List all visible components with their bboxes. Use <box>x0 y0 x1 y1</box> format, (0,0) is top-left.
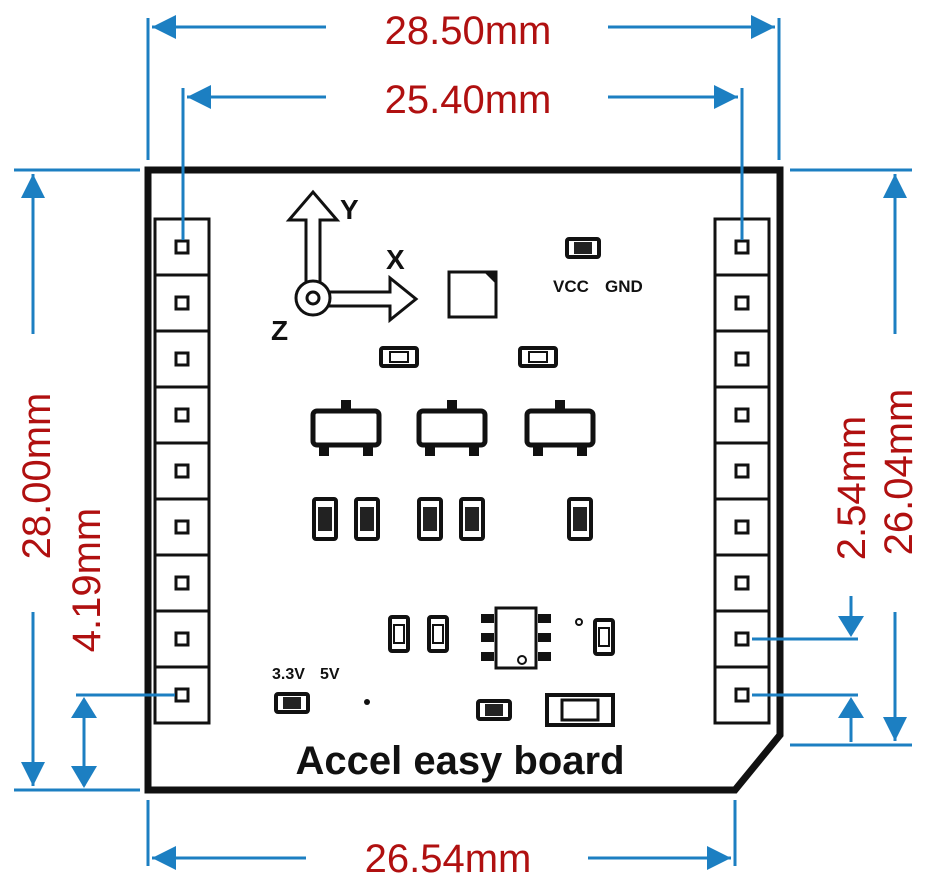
extension-lines <box>14 18 912 866</box>
resistor <box>567 497 593 541</box>
label-3v3: 3.3V <box>272 666 305 683</box>
dim-right-inner <box>838 596 864 742</box>
capacitor <box>388 615 410 653</box>
dim-top-inner-label: 25.40mm <box>385 78 552 122</box>
gnd-label: GND <box>605 277 643 296</box>
board-outline <box>144 166 784 794</box>
axis-y-label: Y <box>340 194 359 225</box>
crystal <box>545 693 615 727</box>
resistor <box>354 497 380 541</box>
dim-left-inner-label: 4.19mm <box>65 508 109 653</box>
resistor <box>312 497 338 541</box>
dim-top-outer-label: 28.50mm <box>385 9 552 53</box>
axis-symbol <box>285 189 419 324</box>
capacitor <box>379 346 419 368</box>
capacitor <box>593 618 615 656</box>
dim-right-outer-label: 26.04mm <box>877 389 921 556</box>
left-pin-header <box>153 217 211 725</box>
axis-x-label: X <box>386 244 405 275</box>
accelerometer-ic <box>447 270 498 319</box>
dim-right-inner-label: 2.54mm <box>830 416 874 561</box>
dim-bottom-label: 26.54mm <box>365 837 532 881</box>
label-5v: 5V <box>320 666 340 683</box>
right-pin-header <box>713 217 771 725</box>
resistor <box>459 497 485 541</box>
dim-left-inner <box>71 697 97 788</box>
vcc-label: VCC <box>553 277 589 296</box>
resistor <box>417 497 443 541</box>
board-title: Accel easy board <box>295 739 624 783</box>
led <box>476 699 512 721</box>
voltage-jumper <box>274 692 310 714</box>
regulator-ic <box>481 606 551 670</box>
axis-z-label: Z <box>271 315 288 346</box>
capacitor <box>518 346 558 368</box>
dim-left-outer-label: 28.00mm <box>15 393 59 560</box>
power-led <box>565 237 601 259</box>
capacitor <box>427 615 449 653</box>
